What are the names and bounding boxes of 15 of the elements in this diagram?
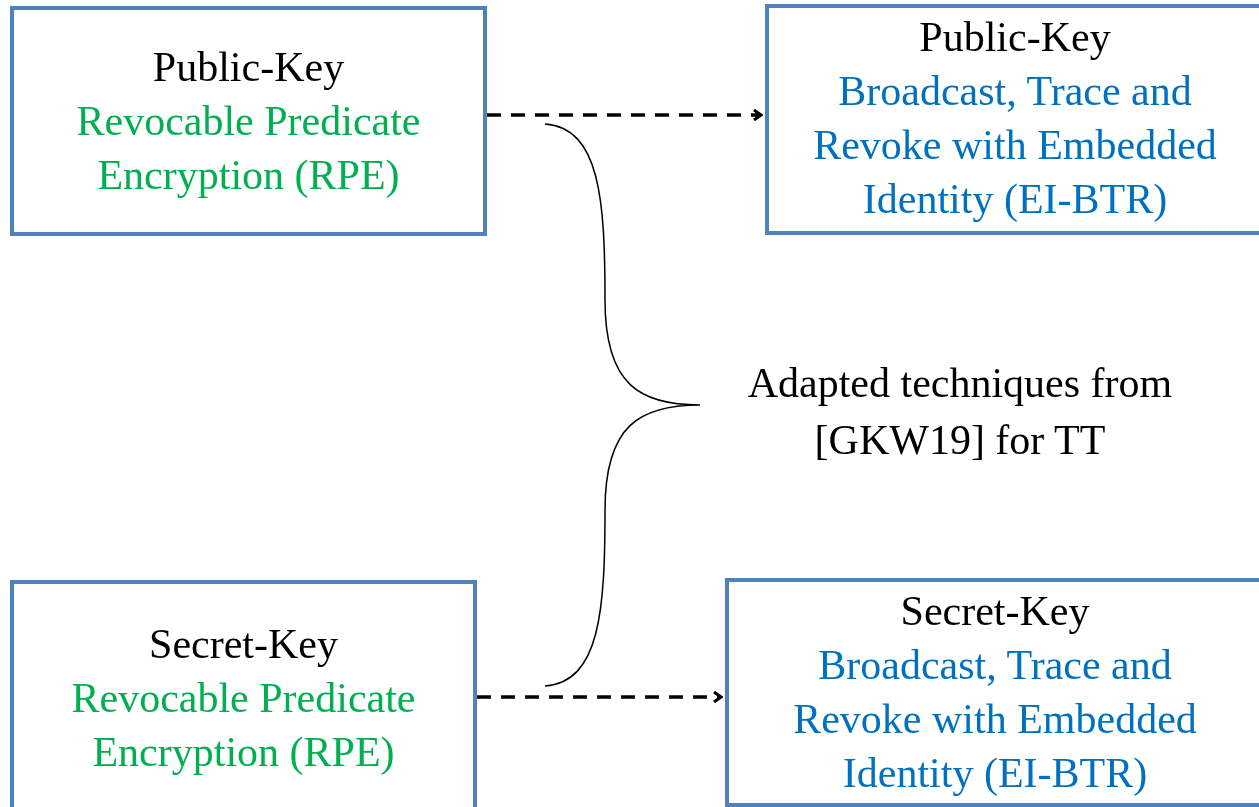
box-heading: Public-Key: [919, 13, 1111, 62]
box-text: Revocable Predicate Encryption (RPE): [75, 97, 422, 200]
process-box: [725, 578, 1259, 807]
process-box: [10, 580, 477, 807]
box-heading: Secret-Key: [900, 587, 1090, 636]
box-text: Broadcast, Trace and Revoke with Embedded Identity (EI-BTR): [812, 67, 1218, 224]
box-text: Revocable Predicate Encryption (RPE): [70, 673, 417, 777]
process-box: [765, 4, 1259, 235]
annotation-text: Adapted techniques from [GKW19] for TT: [746, 359, 1174, 465]
box-text: Broadcast, Trace and Revoke with Embedded Identity (EI-BTR): [792, 641, 1198, 798]
dashed-arrow: [477, 690, 723, 704]
dashed-arrow: [487, 108, 763, 122]
box-heading: Public-Key: [152, 43, 345, 92]
process-box: [10, 6, 487, 236]
box-heading: Secret-Key: [149, 619, 338, 669]
